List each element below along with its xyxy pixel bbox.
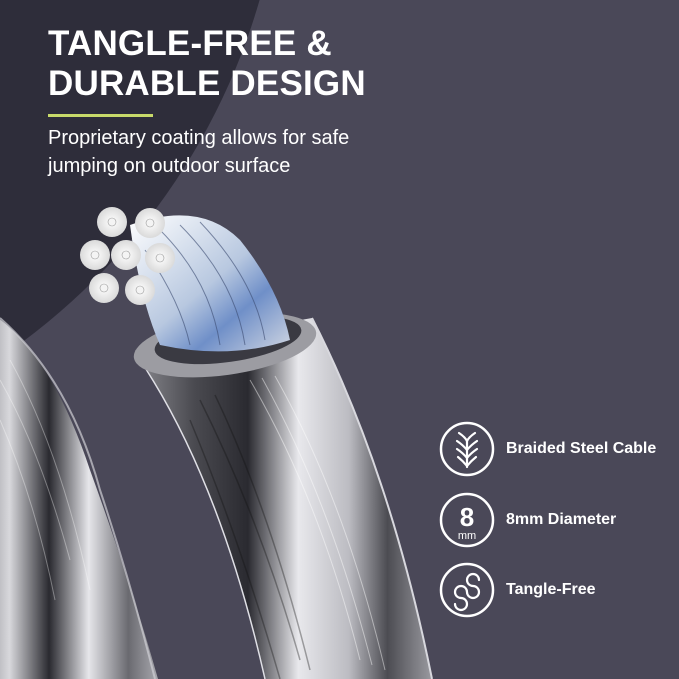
- feature-item-braided-steel: Braided Steel Cable: [439, 421, 679, 477]
- headline: TANGLE-FREE & DURABLE DESIGN: [48, 24, 366, 103]
- braid-icon: [439, 421, 495, 477]
- subheadline: Proprietary coating allows for safe jump…: [48, 127, 350, 177]
- feature-label: Tangle-Free: [506, 581, 596, 598]
- accent-divider: [48, 114, 153, 117]
- svg-text:8: 8: [460, 502, 474, 532]
- feature-label: Braided Steel Cable: [506, 440, 657, 457]
- feature-item-diameter: 8 mm 8mm Diameter: [439, 492, 679, 548]
- tangle-free-icon: [439, 562, 495, 618]
- feature-item-tangle-free: Tangle-Free: [439, 562, 679, 618]
- feature-label: 8mm Diameter: [506, 510, 617, 528]
- feature-list: Braided Steel Cable 8 mm 8mm Diameter Ta…: [439, 421, 679, 633]
- wire-strand-bundles: [80, 207, 175, 305]
- svg-text:mm: mm: [458, 530, 476, 542]
- diameter-8mm-icon: 8 mm: [439, 492, 495, 547]
